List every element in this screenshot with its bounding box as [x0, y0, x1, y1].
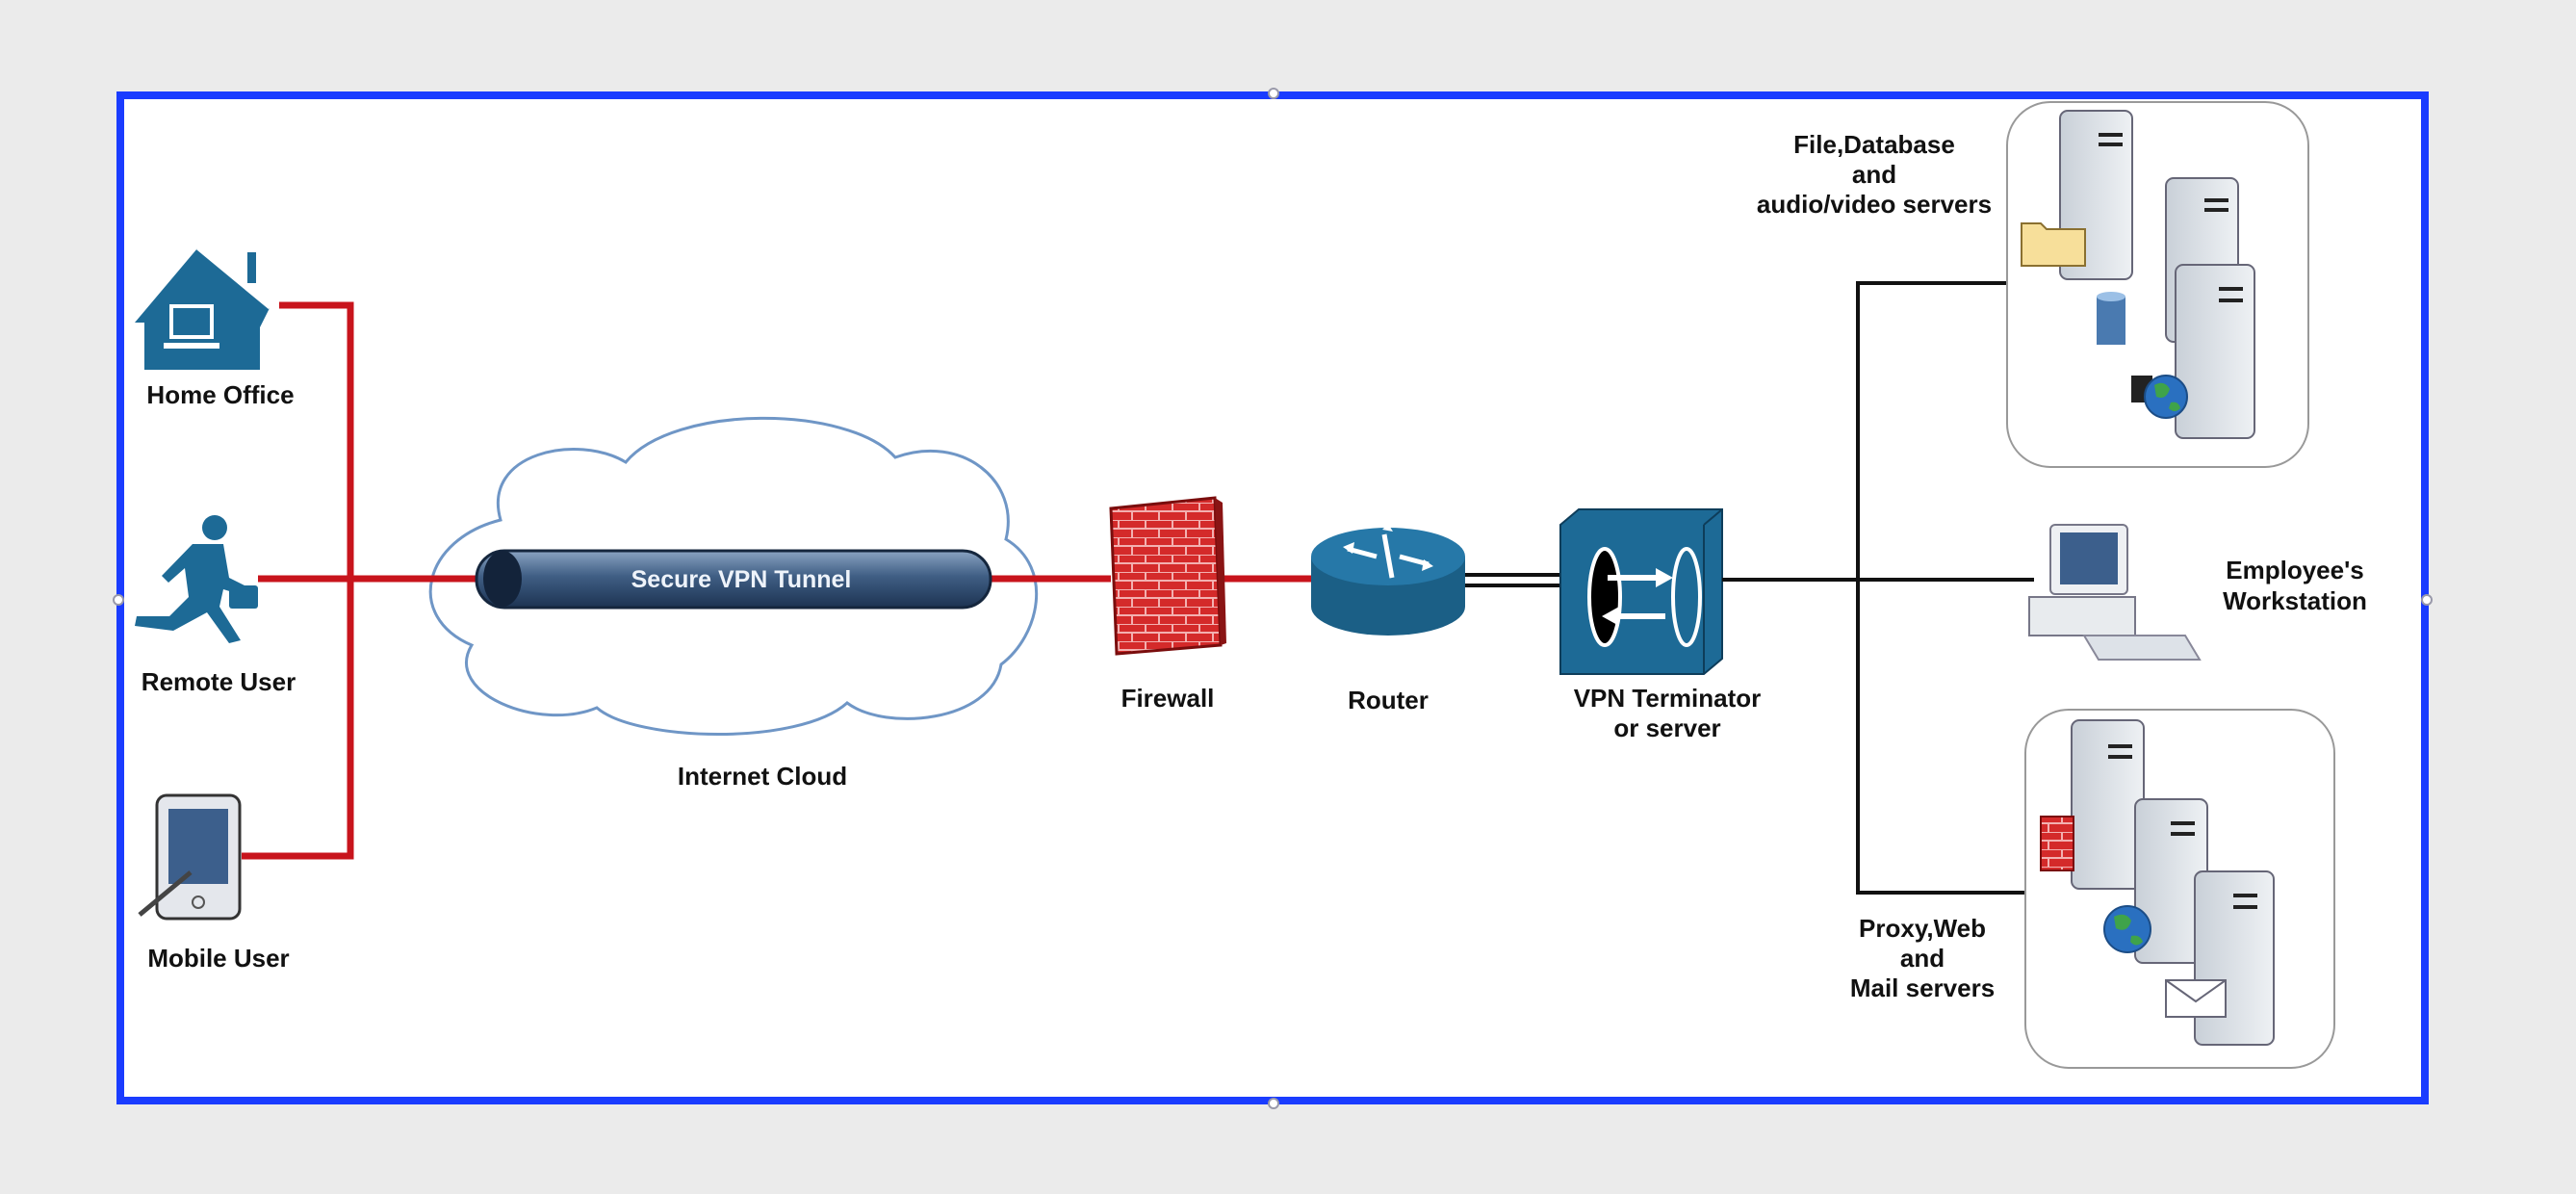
globe-icon [2103, 905, 2151, 953]
resize-handle-top[interactable] [1268, 88, 1279, 99]
file-servers-label-line2: and [1852, 160, 1896, 189]
resize-handle-left[interactable] [113, 594, 124, 606]
router-icon[interactable] [1311, 524, 1465, 636]
brick-wall-icon[interactable] [1109, 496, 1226, 656]
firewall-label: Firewall [1121, 684, 1215, 713]
proxy-servers-label-line2: and [1900, 944, 1945, 973]
proxy-servers-label-line1: Proxy,Web [1859, 914, 1986, 943]
proxy-servers-label-line3: Mail servers [1850, 973, 1995, 1002]
house-icon[interactable] [135, 247, 270, 370]
router-vpn-link [1465, 573, 1560, 587]
mobile-user-label: Mobile User [147, 944, 289, 973]
globe-icon [2144, 375, 2188, 419]
remote-user-label: Remote User [142, 667, 296, 696]
resize-handle-bottom[interactable] [1268, 1098, 1279, 1109]
vpn-terminator-label-line2: or server [1613, 714, 1720, 742]
database-icon [2097, 292, 2125, 345]
folder-icon [2021, 222, 2086, 267]
lan-links [1722, 281, 2034, 895]
internet-cloud-label: Internet Cloud [678, 762, 847, 791]
file-servers-label-line3: audio/video servers [1757, 190, 1992, 219]
tunnel-label: Secure VPN Tunnel [631, 566, 852, 593]
workstation-label-line2: Workstation [2223, 586, 2367, 615]
file-database-av-server-group[interactable] [2006, 101, 2309, 468]
pda-icon[interactable] [138, 793, 242, 921]
envelope-icon [2165, 979, 2227, 1018]
desktop-computer-icon[interactable] [2028, 524, 2202, 661]
resize-handle-right[interactable] [2421, 594, 2433, 606]
vpn-tunnel: Secure VPN Tunnel [475, 549, 992, 610]
home-office-label: Home Office [146, 380, 294, 409]
router-label: Router [1348, 686, 1429, 714]
vpn-terminator-icon[interactable] [1559, 508, 1723, 675]
brick-wall-icon [2040, 816, 2074, 871]
workstation-label-line1: Employee's [2226, 556, 2363, 584]
proxy-web-mail-server-group[interactable] [2024, 709, 2335, 1069]
running-man-icon[interactable] [135, 515, 258, 643]
remote-access-links [242, 301, 1314, 860]
vpn-terminator-label-line1: VPN Terminator [1574, 684, 1762, 713]
file-servers-label-line1: File,Database [1793, 130, 1955, 159]
